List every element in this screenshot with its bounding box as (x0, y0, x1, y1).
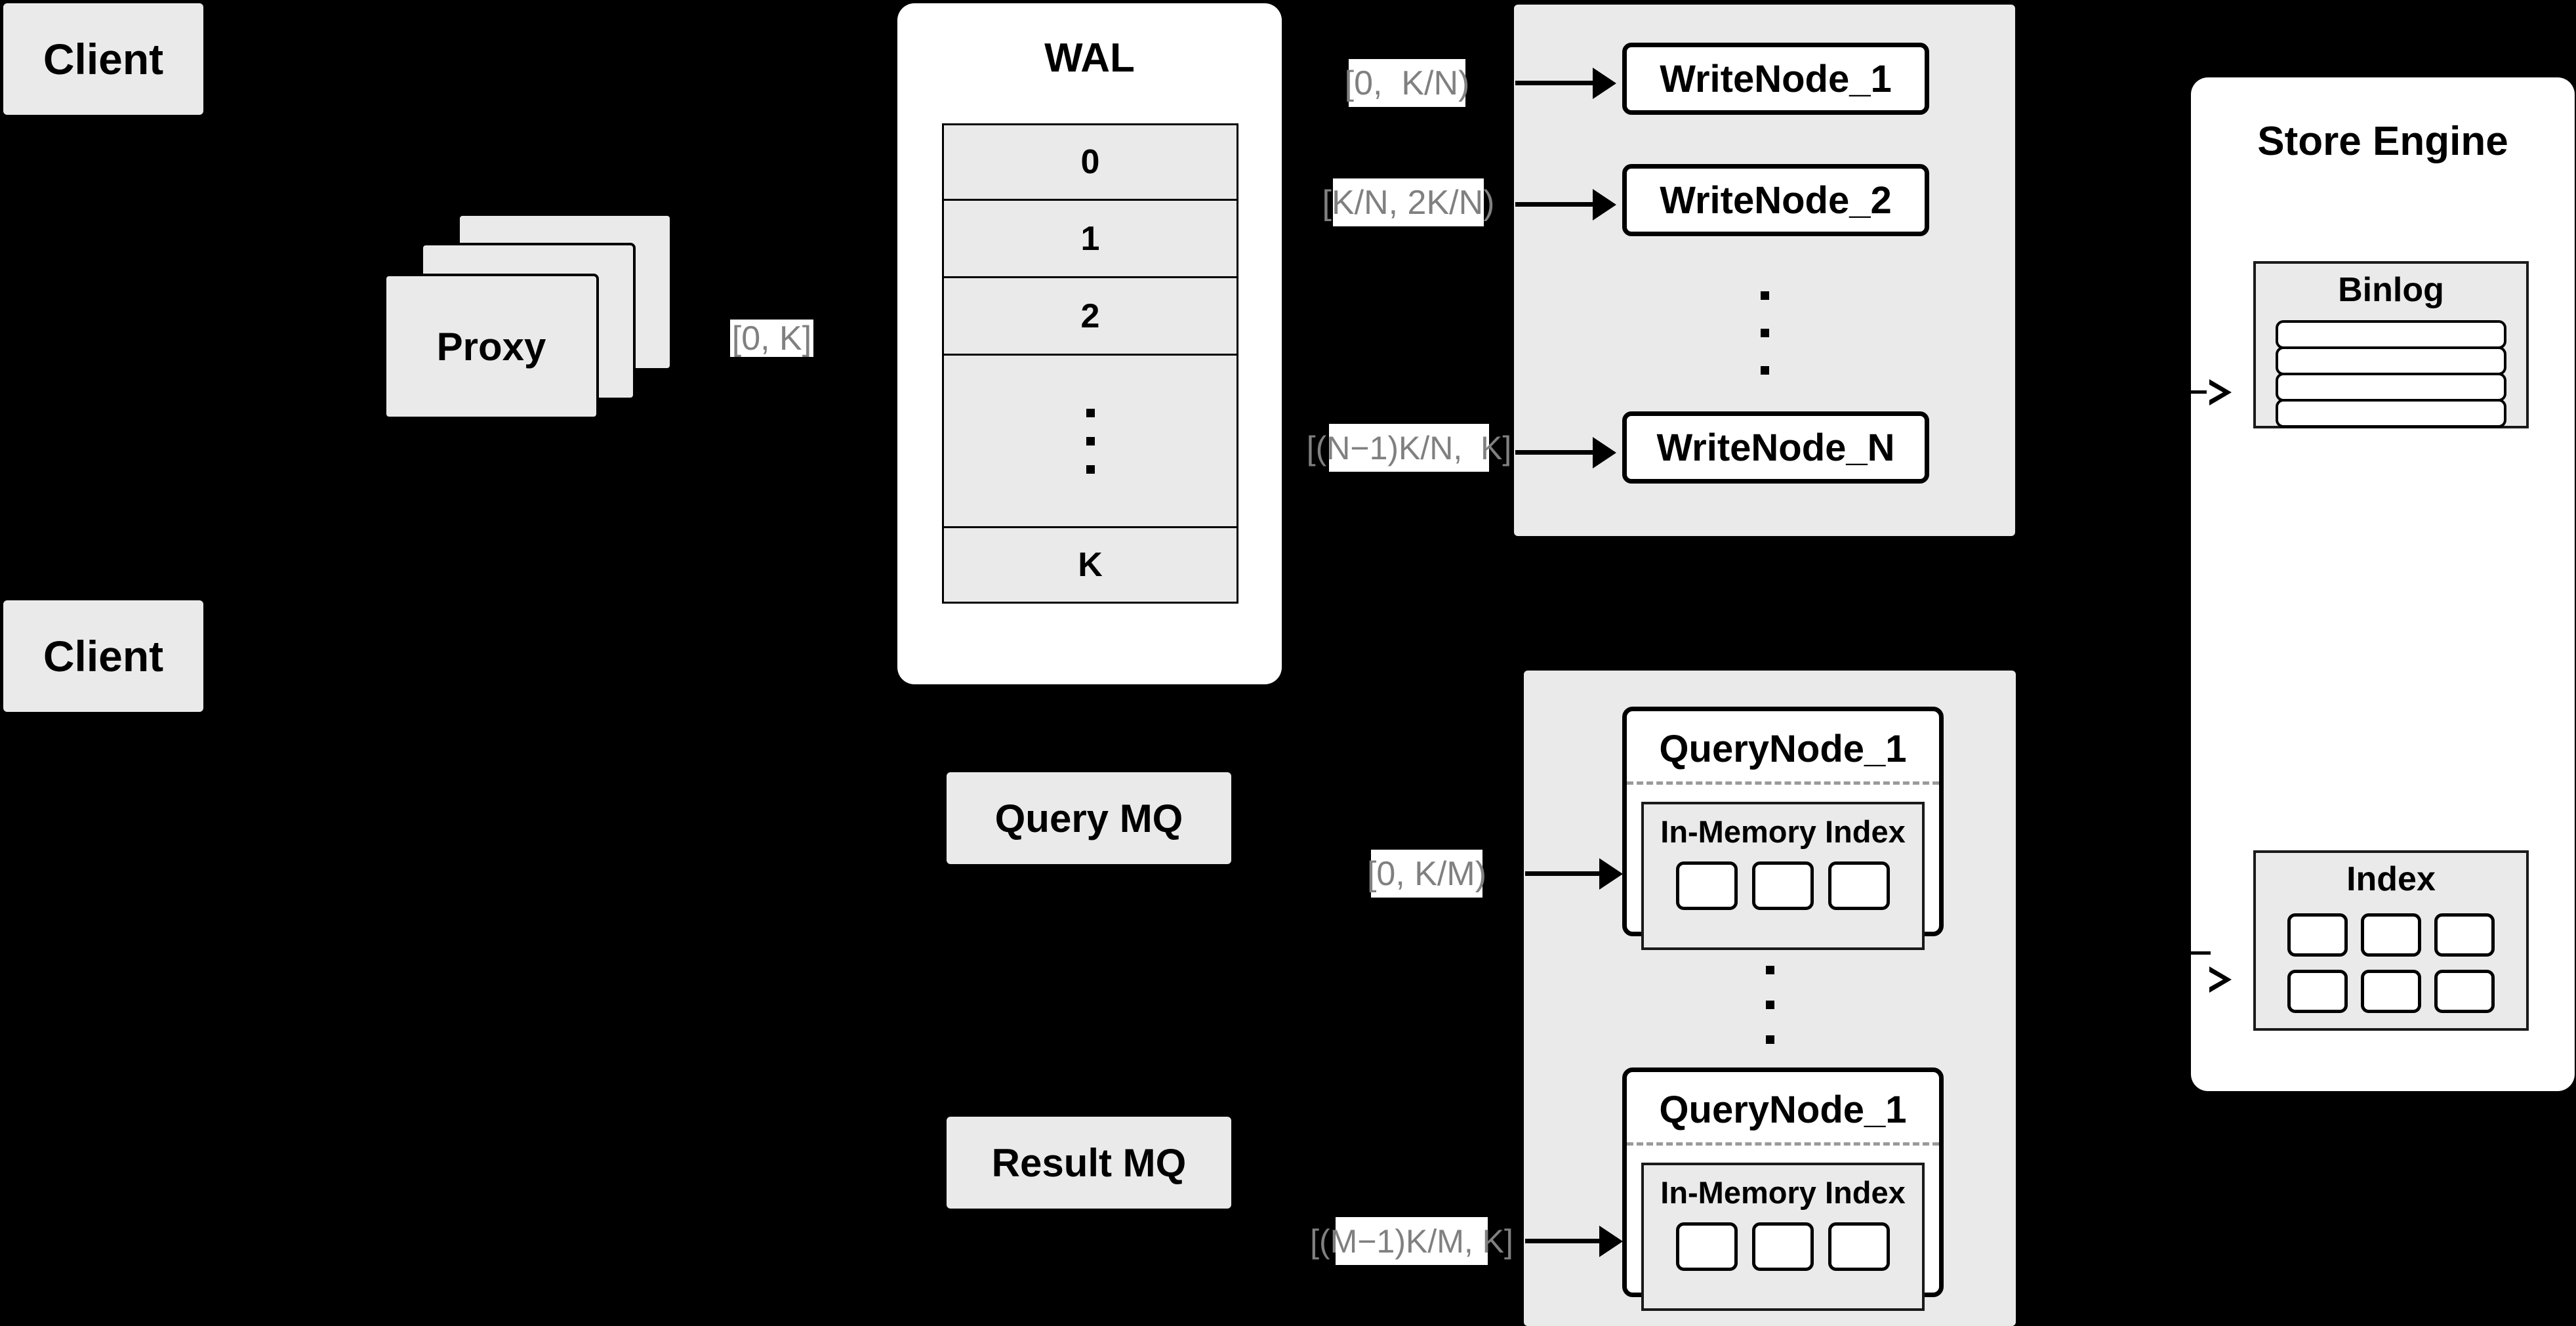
query-node-m-inmemory-index[interactable]: In-Memory Index (1641, 1163, 1925, 1311)
edge-label-client-to-wal: [0, K] (730, 319, 813, 358)
wal-row-ellipsis[interactable] (942, 354, 1238, 528)
query-node-m-index-cell[interactable] (1752, 1222, 1814, 1271)
arrow-head-writenode-n (1593, 437, 1616, 468)
query-mq-box[interactable]: Query MQ (947, 772, 1231, 864)
arrow-line-index (2159, 951, 2211, 955)
client-label-2: Client (43, 632, 164, 680)
binlog-row[interactable] (2276, 373, 2506, 402)
write-node-1[interactable]: WriteNode_1 (1622, 43, 1929, 115)
index-cell[interactable] (2434, 913, 2495, 957)
client-box-2[interactable]: Client (3, 600, 203, 712)
index-row-1 (2256, 913, 2526, 957)
wal-row-label: 2 (1080, 297, 1100, 335)
edge-label-writenode-2-text: [K/N, 2K/N) (1322, 183, 1495, 222)
edge-label-querynode-m-text: [(M−1)K/M, K] (1310, 1222, 1513, 1260)
edge-label-writenode-n: [(N−1)K/N, K] (1307, 424, 1511, 472)
binlog-row[interactable] (2276, 320, 2506, 349)
wal-row[interactable]: 2 (942, 276, 1238, 356)
arrow-line-writenode-n (1515, 450, 1594, 455)
arrow-head-writenode-1 (1593, 68, 1616, 99)
wal-row[interactable]: K (942, 526, 1238, 604)
client-label-1: Client (43, 35, 164, 83)
edge-label-writenode-n-text: [(N−1)K/N, K] (1306, 429, 1512, 466)
wal-row-label: 0 (1080, 143, 1100, 181)
write-node-2[interactable]: WriteNode_2 (1622, 164, 1929, 236)
arrow-line-writenode-2 (1515, 202, 1594, 207)
arrow-head-index (2207, 966, 2232, 993)
query-node-m-index-label: In-Memory Index (1660, 1175, 1906, 1210)
index-cell[interactable] (2287, 913, 2348, 957)
result-mq-label: Result MQ (991, 1140, 1187, 1185)
wal-row[interactable]: 0 (942, 123, 1238, 201)
write-node-1-label: WriteNode_1 (1660, 57, 1892, 100)
edge-label-writenode-1-text: [0, K/N) (1344, 64, 1470, 102)
index-box[interactable]: Index (2253, 850, 2529, 1031)
query-node-1-inmemory-index[interactable]: In-Memory Index (1641, 802, 1925, 950)
wal-rows: 0 1 2 K (942, 123, 1238, 604)
query-node-1[interactable]: QueryNode_1 In-Memory Index (1622, 707, 1944, 950)
binlog-row[interactable] (2276, 399, 2506, 428)
edge-label-querynode-m: [(M−1)K/M, K] (1310, 1217, 1513, 1265)
query-mq-label: Query MQ (994, 796, 1183, 840)
wal-row-label: 1 (1080, 219, 1100, 258)
binlog-row[interactable] (2276, 346, 2506, 375)
query-node-1-index-cell[interactable] (1828, 861, 1890, 910)
arrow-head-writenode-2 (1593, 189, 1616, 220)
index-row-2 (2256, 970, 2526, 1013)
write-node-n-label: WriteNode_N (1656, 426, 1895, 469)
query-node-1-separator (1627, 781, 1939, 785)
proxy-stack[interactable]: Proxy (384, 213, 672, 430)
query-node-1-index-cell[interactable] (1676, 861, 1738, 910)
edge-label-querynode-1-text: [0, K/M) (1366, 854, 1487, 893)
store-engine-title: Store Engine (2257, 119, 2508, 164)
arrow-head-binlog (2207, 379, 2232, 405)
binlog-rows (2276, 320, 2506, 428)
result-mq-box[interactable]: Result MQ (947, 1117, 1231, 1209)
index-cell[interactable] (2361, 913, 2421, 957)
query-node-m-index-cell[interactable] (1828, 1222, 1890, 1271)
binlog-box[interactable]: Binlog (2253, 261, 2529, 428)
query-node-m-label: QueryNode_1 (1659, 1088, 1907, 1131)
edge-label-client-to-wal-text: [0, K] (731, 319, 812, 358)
arrow-line-querynode-m (1525, 1239, 1601, 1243)
arrow-head-querynode-m (1599, 1226, 1623, 1257)
edge-label-querynode-1: [0, K/M) (1367, 850, 1486, 898)
write-node-2-label: WriteNode_2 (1660, 178, 1892, 222)
wal-title: WAL (1044, 35, 1135, 81)
edge-label-writenode-2: [K/N, 2K/N) (1322, 178, 1494, 226)
binlog-title: Binlog (2338, 271, 2444, 309)
index-title: Index (2346, 860, 2436, 898)
wal-vertical-ellipsis-icon (1086, 399, 1095, 484)
write-node-n[interactable]: WriteNode_N (1622, 411, 1929, 484)
wal-panel: WAL 0 1 2 K (897, 3, 1282, 684)
store-engine-panel: Store Engine Binlog Index (2191, 77, 2575, 1091)
wal-row-label: K (1078, 546, 1103, 584)
arrow-head-querynode-1 (1599, 858, 1623, 890)
query-node-1-label: QueryNode_1 (1659, 728, 1907, 770)
index-cell[interactable] (2361, 970, 2421, 1013)
wal-row[interactable]: 1 (942, 199, 1238, 278)
query-node-m-separator (1627, 1142, 1939, 1146)
arrow-line-binlog (2159, 390, 2211, 394)
query-cluster-vertical-ellipsis-icon (1524, 953, 2016, 1057)
arrow-line-writenode-1 (1515, 81, 1594, 85)
query-node-m-index-cell[interactable] (1676, 1222, 1738, 1271)
index-cell[interactable] (2287, 970, 2348, 1013)
client-box-1[interactable]: Client (3, 3, 203, 115)
query-node-m[interactable]: QueryNode_1 In-Memory Index (1622, 1067, 1944, 1311)
arrow-line-querynode-1 (1525, 871, 1601, 876)
proxy-label: Proxy (436, 324, 546, 369)
write-cluster-vertical-ellipsis-icon (1514, 277, 2015, 389)
edge-label-writenode-1: [0, K/N) (1345, 59, 1469, 107)
index-cell[interactable] (2434, 970, 2495, 1013)
query-node-1-index-cell[interactable] (1752, 861, 1814, 910)
proxy-card-front[interactable]: Proxy (384, 274, 599, 419)
query-cluster-panel: QueryNode_1 In-Memory Index QueryNode_1 (1524, 671, 2016, 1326)
query-node-1-index-label: In-Memory Index (1660, 814, 1906, 849)
